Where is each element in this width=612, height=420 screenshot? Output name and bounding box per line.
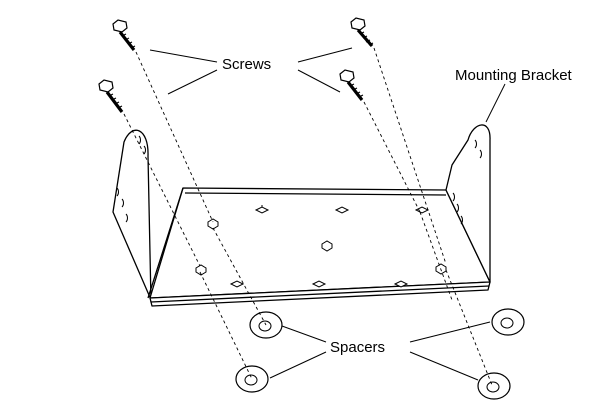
spacers-label: Spacers (330, 339, 385, 356)
spacers-leader-4 (410, 352, 478, 380)
spacers-leader-1 (282, 326, 326, 342)
screws-leader-2 (168, 70, 217, 94)
screws-leader-3 (298, 48, 352, 62)
screws-leader-4 (298, 70, 340, 92)
spacer-3 (236, 366, 268, 392)
spacer-2 (492, 309, 524, 335)
screw-2 (351, 18, 373, 46)
screw-1 (113, 20, 135, 50)
left-flange (113, 130, 152, 302)
screws-label: Screws (222, 56, 271, 73)
spacer-4 (478, 373, 510, 399)
mounting-bracket-label: Mounting Bracket (455, 67, 573, 84)
spacers-leader-3 (410, 322, 490, 342)
screw-4 (340, 70, 363, 100)
bracket-leader (486, 84, 505, 122)
screws-leader-1 (150, 50, 217, 62)
screw-3 (99, 80, 122, 112)
mounting-bracket (113, 125, 490, 306)
spacers-leader-2 (270, 352, 326, 378)
